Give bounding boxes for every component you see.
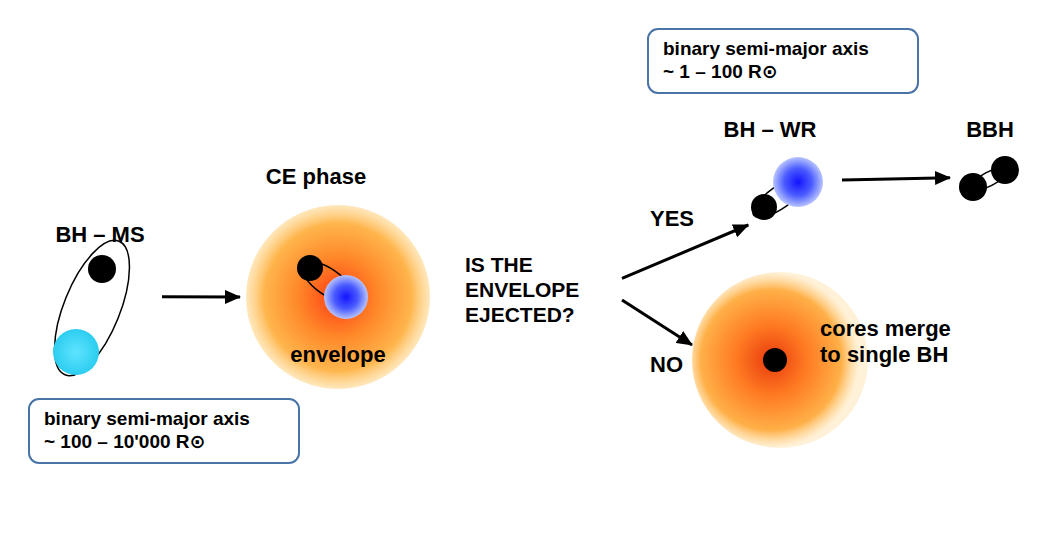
box-text: binary semi-major axis ~ 1 – 100 R⊙: [663, 38, 877, 84]
box-text: binary semi-major axis ~ 100 – 10'000 R⊙: [44, 408, 258, 454]
merger-figure: cores merge to single BH: [692, 272, 954, 452]
node-label: BH – MS: [40, 222, 160, 248]
wolf-rayet-star: [773, 157, 823, 207]
arrow: [622, 300, 692, 345]
orbit: [39, 231, 145, 385]
arrow: [622, 225, 748, 278]
edge-label: NO: [648, 352, 685, 377]
star-core: [324, 275, 368, 319]
arrow: [842, 178, 950, 180]
black-hole: [763, 348, 787, 372]
main-sequence-star: [53, 329, 99, 375]
black-hole: [959, 173, 987, 201]
node-label: IS THE ENVELOPE EJECTED?: [465, 252, 615, 328]
black-hole: [297, 255, 323, 281]
node-label: BH – WR: [700, 117, 840, 143]
edge-label: YES: [648, 206, 696, 231]
arrow: [162, 295, 240, 298]
info-box: binary semi-major axis ~ 1 – 100 R⊙: [647, 28, 919, 94]
black-hole: [88, 255, 116, 283]
envelope-figure: CE phase envelope: [240, 160, 438, 395]
info-box: binary semi-major axis ~ 100 – 10'000 R⊙: [28, 398, 300, 464]
decision-text: IS THE ENVELOPE EJECTED?: [462, 248, 622, 343]
black-hole: [751, 194, 777, 220]
binary-figure: BBH: [950, 115, 1032, 210]
node-label: BBH: [950, 117, 1030, 143]
node-label: CE phase: [240, 164, 392, 190]
node-label: cores merge to single BH: [820, 316, 952, 369]
node-text: envelope: [240, 342, 436, 368]
binary-figure: BH – WR: [700, 115, 842, 225]
black-hole: [991, 156, 1019, 184]
binary-figure: BH – MS: [40, 220, 162, 380]
